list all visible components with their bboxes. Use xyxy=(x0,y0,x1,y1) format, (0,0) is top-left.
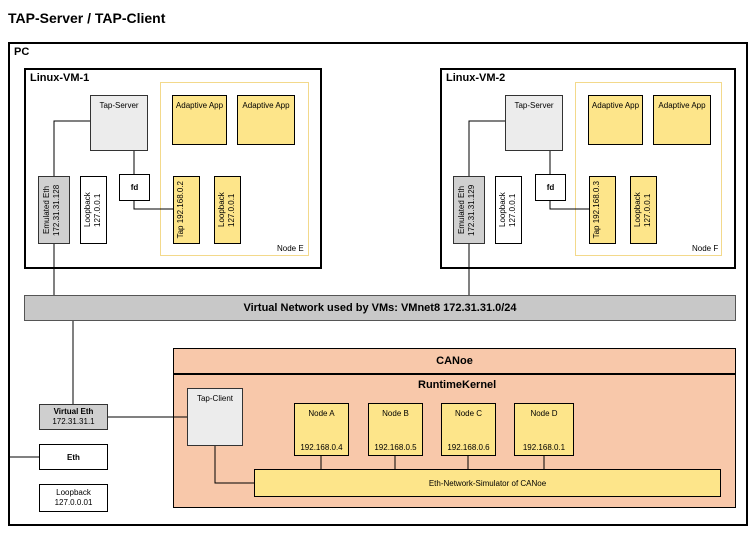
vm2-tap-server-label: Tap-Server xyxy=(514,101,554,110)
eth-network-simulator-label: Eth-Network-Simulator of CANoe xyxy=(428,478,547,488)
node-d: Node D 192.168.0.1 xyxy=(514,403,574,456)
vm1-fd-tap-line xyxy=(133,201,173,210)
vm2-adaptive-app-2: Adaptive App xyxy=(653,95,711,145)
vm2-tap-loopback: Loopback 127.0.0.1 xyxy=(630,176,657,244)
node-d-ip: 192.168.0.1 xyxy=(522,443,566,452)
vm1-fd-label: fd xyxy=(130,183,139,192)
vm2-tap-server: Tap-Server xyxy=(505,95,563,151)
vm2-fd-tap-line xyxy=(549,201,589,210)
vm1-tapserver-eth-line xyxy=(53,120,90,176)
vm2-app1-label: Adaptive App xyxy=(591,101,640,110)
node-d-name: Node D xyxy=(530,409,558,418)
vm1-app2-label: Adaptive App xyxy=(242,101,290,110)
vm1-emulated-eth: Emulated Eth 172.31.31.128 xyxy=(38,176,70,244)
pc-loopback-name: Loopback xyxy=(56,488,91,497)
diagram-title: TAP-Server / TAP-Client xyxy=(8,10,166,26)
vm2-node-label: Node F xyxy=(692,244,719,253)
tap-client-label: Tap-Client xyxy=(196,394,233,403)
virtual-network-label: Virtual Network used by VMs: VMnet8 172.… xyxy=(243,302,517,314)
vm1-tap-server: Tap-Server xyxy=(90,95,148,151)
vm1-adaptive-app-1: Adaptive App xyxy=(172,95,227,145)
node-b: Node B 192.168.0.5 xyxy=(368,403,423,456)
virtual-eth-name: Virtual Eth xyxy=(53,407,94,416)
eth-label: Eth xyxy=(67,452,80,462)
vm1-loopback: Loopback 127.0.0.1 xyxy=(80,176,107,244)
pc-loopback-ip: 127.0.0.01 xyxy=(54,498,93,507)
vm1-fd: fd xyxy=(119,174,150,201)
vm1-tap-loopback: Loopback 127.0.0.1 xyxy=(214,176,241,244)
node-a-ip: 192.168.0.4 xyxy=(300,443,343,452)
vm1-adaptive-app-2: Adaptive App xyxy=(237,95,295,145)
node-b-name: Node B xyxy=(382,409,409,418)
vm2-loopback: Loopback 127.0.0.1 xyxy=(495,176,522,244)
node-c-name: Node C xyxy=(454,409,483,418)
node-a-name: Node A xyxy=(308,409,335,418)
node-b-ip: 192.168.0.5 xyxy=(374,443,417,452)
canoe-header: CANoe xyxy=(173,348,736,374)
vm2-fd-label: fd xyxy=(546,183,555,192)
node-c: Node C 192.168.0.6 xyxy=(441,403,496,456)
vm2-tap: Tap 192.168.0.3 xyxy=(589,176,616,244)
vm2-adaptive-app-1: Adaptive App xyxy=(588,95,643,145)
tap-client-simulator-line xyxy=(214,446,254,484)
tap-client: Tap-Client xyxy=(187,388,243,446)
vm1-node-label: Node E xyxy=(277,244,304,253)
vm1-label: Linux-VM-1 xyxy=(30,72,90,84)
vm2-fd: fd xyxy=(535,174,566,201)
virtual-network-bar: Virtual Network used by VMs: VMnet8 172.… xyxy=(24,295,736,321)
pc-label: PC xyxy=(14,46,30,58)
node-a: Node A 192.168.0.4 xyxy=(294,403,349,456)
vm1-app1-label: Adaptive App xyxy=(175,101,224,110)
eth-network-simulator: Eth-Network-Simulator of CANoe xyxy=(254,469,721,497)
runtime-kernel-label: RuntimeKernel xyxy=(418,379,497,391)
vm2-emulated-eth: Emulated Eth 172.31.31.129 xyxy=(453,176,485,244)
canoe-label: CANoe xyxy=(436,355,473,367)
vm1-tap-server-label: Tap-Server xyxy=(99,101,139,110)
vm2-app2-label: Adaptive App xyxy=(658,101,706,110)
vm2-label: Linux-VM-2 xyxy=(446,72,506,84)
eth-interface: Eth xyxy=(39,444,108,470)
vm1-tap: Tap 192.168.0.2 xyxy=(173,176,200,244)
vm2-tapserver-eth-line xyxy=(468,120,505,176)
node-c-ip: 192.168.0.6 xyxy=(447,443,490,452)
virtual-eth-ip: 172.31.31.1 xyxy=(52,417,95,426)
